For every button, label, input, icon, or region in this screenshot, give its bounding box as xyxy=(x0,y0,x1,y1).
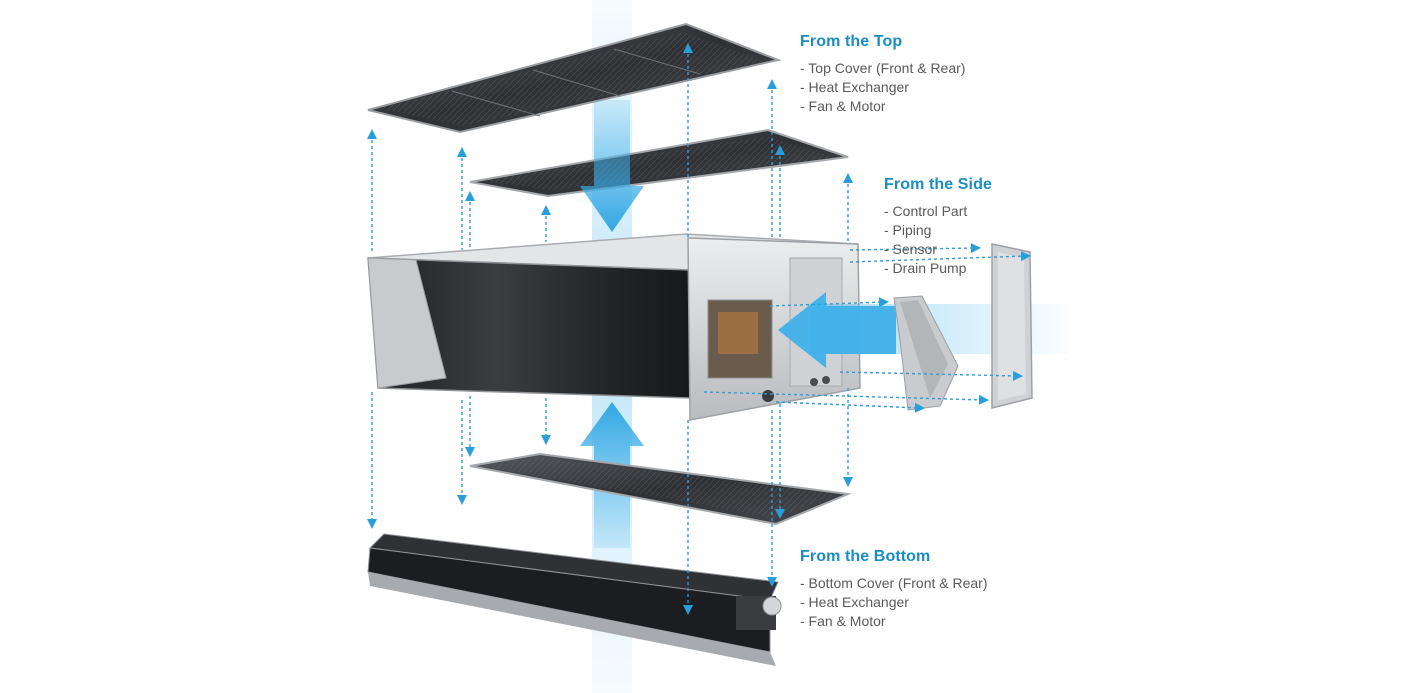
callout-bottom-list: - Bottom Cover (Front & Rear) - Heat Exc… xyxy=(800,574,988,631)
list-item: - Bottom Cover (Front & Rear) xyxy=(800,575,988,591)
down-flow-arrow-icon xyxy=(580,100,644,232)
upper-filter-panel xyxy=(469,128,849,198)
list-item: - Fan & Motor xyxy=(800,98,886,114)
callout-from-the-top: From the Top - Top Cover (Front & Rear) … xyxy=(800,33,965,116)
callout-bottom-title: From the Bottom xyxy=(800,548,931,565)
list-item: - Fan & Motor xyxy=(800,613,886,629)
list-item: - Top Cover (Front & Rear) xyxy=(800,60,966,76)
list-item: - Heat Exchanger xyxy=(800,594,909,610)
left-flow-arrow-icon xyxy=(778,292,896,368)
callout-top-list: - Top Cover (Front & Rear) - Heat Exchan… xyxy=(800,59,965,116)
bottom-cover-panel xyxy=(367,533,782,666)
callout-from-the-side: From the Side - Control Part - Piping - … xyxy=(884,176,992,278)
list-item: - Heat Exchanger xyxy=(800,79,909,95)
top-cover-panel xyxy=(367,22,782,134)
callout-side-list: - Control Part - Piping - Sensor - Drain… xyxy=(884,202,992,278)
side-cover-panel xyxy=(991,243,1033,409)
indoor-unit-body xyxy=(367,233,861,421)
list-item: - Control Part xyxy=(884,203,968,219)
dashed-side-guide-arrows xyxy=(703,243,1031,413)
callout-side-title: From the Side xyxy=(884,176,992,193)
dashed-guide-arrow-icon xyxy=(367,43,853,615)
lower-filter-panel xyxy=(469,452,852,526)
callout-top-title: From the Top xyxy=(800,33,903,50)
callout-from-the-bottom: From the Bottom - Bottom Cover (Front & … xyxy=(800,548,988,631)
list-item: - Drain Pump xyxy=(884,260,967,276)
list-item: - Piping xyxy=(884,222,932,238)
list-item: - Sensor xyxy=(884,241,937,257)
